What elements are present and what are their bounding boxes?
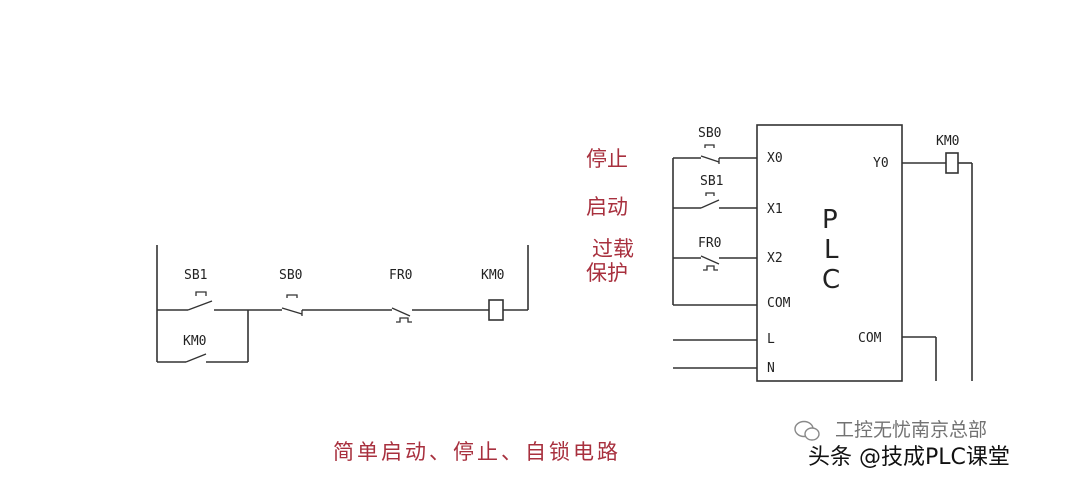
label-overload-1: 过载 [592, 237, 634, 261]
wechat-icon [794, 420, 820, 441]
relay-circuit: SB1 SB0 FR0 KM0 KM0 [156, 245, 529, 363]
label-start: 启动 [586, 195, 628, 219]
plc-sb1-switch [700, 192, 720, 209]
plc-sb0-label: SB0 [698, 126, 721, 141]
plc-title-l: L [824, 235, 841, 265]
km0-label: KM0 [481, 268, 504, 283]
label-stop: 停止 [586, 147, 628, 171]
terminal-com-out: COM [858, 331, 882, 346]
plc-fr0-label: FR0 [698, 236, 721, 251]
plc-box [756, 124, 903, 382]
sb0-label: SB0 [279, 268, 302, 283]
watermark: 工控无忧南京总部 头条 @技成PLC课堂 [794, 419, 1010, 470]
fr0-label: FR0 [389, 268, 412, 283]
sb1-label: SB1 [184, 268, 207, 283]
plc-km0-label: KM0 [936, 134, 959, 149]
terminal-com-in: COM [767, 296, 791, 311]
km0-hold-contact [185, 353, 207, 363]
terminal-x1: X1 [767, 202, 783, 217]
diagram-caption: 简单启动、停止、自锁电路 [333, 440, 621, 464]
plc-title-p: P [822, 205, 840, 235]
plc-km0-coil [945, 152, 959, 174]
plc-fr0-contact [700, 255, 720, 271]
plc-title-c: C [822, 265, 842, 295]
terminal-y0: Y0 [873, 156, 889, 171]
watermark-bottom: 头条 @技成PLC课堂 [808, 445, 1010, 470]
terminal-x2: X2 [767, 251, 783, 266]
label-overload-2: 保护 [586, 261, 628, 285]
plc-circuit: P L C X0 X1 X2 COM L N Y0 COM [672, 124, 973, 382]
sb1-switch [187, 291, 213, 311]
sb0-switch [281, 294, 303, 316]
terminal-n: N [767, 361, 775, 376]
watermark-top: 工控无忧南京总部 [835, 419, 987, 441]
plc-sb1-label: SB1 [700, 174, 723, 189]
terminal-l: L [767, 332, 775, 347]
terminal-x0: X0 [767, 151, 783, 166]
fr0-contact [391, 307, 412, 323]
km0-hold-label: KM0 [183, 334, 206, 349]
plc-sb0-switch [700, 144, 720, 164]
km0-coil [488, 299, 504, 321]
